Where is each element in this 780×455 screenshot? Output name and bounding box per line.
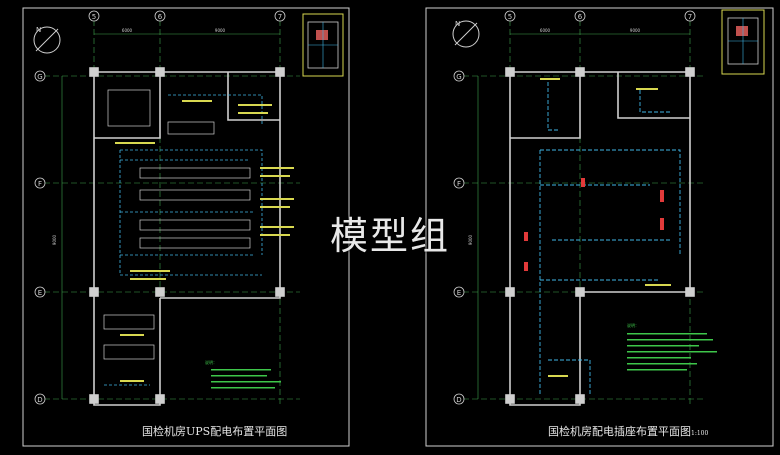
axis-label-6: 6 [158, 13, 163, 21]
row-axis-labels-right: G F E D 9000 [456, 73, 473, 404]
notes-right: 说明： [627, 322, 717, 371]
row-dimension: 9000 [468, 234, 473, 245]
dimension-6000: 6000 [122, 28, 133, 33]
notes-heading-right: 说明： [627, 322, 639, 328]
walls-right [505, 67, 695, 406]
dimension-9000: 9000 [215, 28, 226, 33]
outlet-boxes-right [524, 178, 664, 271]
annotations-right [540, 78, 671, 377]
north-arrow-icon: N [452, 20, 480, 48]
cable-runs-right [539, 82, 681, 395]
column-axis-labels-right: 5 6 7 6000 9000 [508, 13, 692, 33]
notes-left: 说明： [205, 359, 281, 389]
key-plan-left [302, 13, 344, 77]
sheet-title-right: 国检机房配电插座布置平面图1:100 [548, 423, 708, 439]
axis-label-D: D [37, 396, 42, 404]
axis-label-5: 5 [92, 13, 96, 21]
sheet-left-border [22, 7, 350, 447]
axis-label-7: 7 [278, 13, 282, 21]
key-plan-right [721, 9, 765, 75]
watermark-text: 模型组 [330, 214, 451, 258]
sheet-left: N 5 6 7 6000 9000 [22, 7, 350, 447]
row-axes-left [34, 70, 300, 405]
axis-label-F: F [457, 180, 461, 188]
equipment-racks-left [103, 89, 251, 360]
cable-trays-left [104, 94, 263, 386]
sheet-right: N 5 6 7 6000 9000 [425, 7, 774, 447]
axis-label-F: F [38, 180, 42, 188]
walls-left [89, 67, 285, 406]
axis-label-E: E [38, 289, 42, 297]
sheet-right-border [425, 7, 774, 447]
north-arrow-icon: N [33, 26, 61, 54]
annotations-left [115, 100, 294, 382]
axis-label-D: D [456, 396, 461, 404]
column-axes-left [88, 10, 286, 405]
axis-label-G: G [456, 73, 461, 81]
svg-text:N: N [455, 20, 460, 28]
row-dimension: 9000 [52, 234, 57, 245]
axis-label-G: G [37, 73, 42, 81]
notes-heading-left: 说明： [205, 359, 217, 365]
svg-text:N: N [36, 26, 41, 34]
dimension-6000: 6000 [540, 28, 551, 33]
row-axis-labels-left: G F E D 9000 [37, 73, 57, 404]
dimension-9000: 9000 [630, 28, 641, 33]
axis-label-7: 7 [688, 13, 692, 21]
axis-label-6: 6 [578, 13, 583, 21]
sheet-scale-right: 1:100 [691, 430, 709, 437]
column-axis-labels-left: 5 6 7 6000 9000 [92, 13, 282, 33]
sheet-title-left: 国检机房UPS配电布置平面图 [142, 423, 287, 439]
axis-label-5: 5 [508, 13, 512, 21]
axis-label-E: E [457, 289, 461, 297]
sheet-title-left-text: 国检机房UPS配电布置平面图 [142, 425, 288, 438]
sheet-title-right-text: 国检机房配电插座布置平面图 [548, 425, 691, 438]
